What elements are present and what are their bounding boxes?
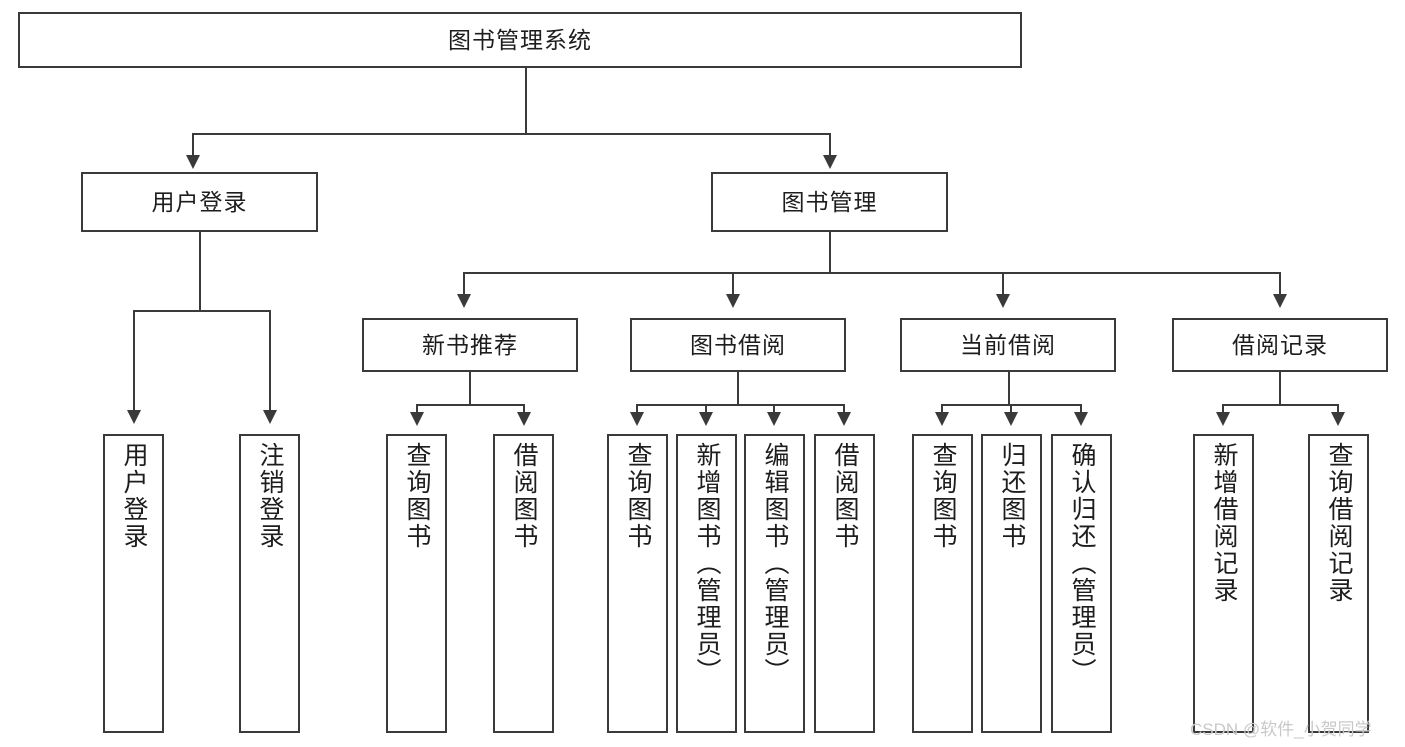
node-label: 新书推荐 (422, 331, 518, 358)
leaf-return-book[interactable]: 归还图书 (981, 434, 1042, 733)
connector-root-bar (192, 133, 829, 135)
leaf-query-book-recommend[interactable]: 查询图书 (386, 434, 447, 733)
arrowhead-newbook-child-1 (410, 412, 424, 426)
connector-bookmgmt-bar (463, 272, 1279, 274)
leaf-query-book-current[interactable]: 查询图书 (912, 434, 973, 733)
connector-bookborrow-stem (737, 372, 739, 404)
connector-borrowrecord-bar (1222, 404, 1337, 406)
connector-root-drop-1 (192, 133, 194, 155)
connector-bookmgmt-drop-3 (1002, 272, 1004, 294)
connector-userlogin-bar (133, 310, 269, 312)
connector-borrowrecord-drop-2 (1337, 404, 1339, 412)
node-label: 查询图书 (624, 442, 652, 550)
node-book-management[interactable]: 图书管理 (711, 172, 948, 232)
arrowhead-to-leaf-user-login (127, 410, 141, 424)
leaf-add-book-admin[interactable]: 新增图书（管理员） (676, 434, 737, 733)
node-label: 用户登录 (120, 442, 148, 550)
connector-borrowrecord-stem (1279, 372, 1281, 404)
connector-bookborrow-drop-3 (773, 404, 775, 412)
connector-currentborrow-drop-1 (941, 404, 943, 412)
arrowhead-bookborrow-child-2 (699, 412, 713, 426)
node-label: 确认归还（管理员） (1068, 442, 1096, 685)
connector-root-stem (525, 68, 527, 133)
node-label: 图书管理 (781, 188, 878, 215)
arrowhead-to-current-borrow (996, 294, 1010, 308)
arrowhead-bookborrow-child-1 (630, 412, 644, 426)
connector-newbook-bar (416, 404, 523, 406)
leaf-borrow-book[interactable]: 借阅图书 (814, 434, 875, 733)
arrowhead-bookborrow-child-4 (837, 412, 851, 426)
node-user-login[interactable]: 用户登录 (81, 172, 318, 232)
node-label: 图书借阅 (690, 331, 786, 358)
arrowhead-borrowrecord-child-2 (1331, 412, 1345, 426)
node-label: 编辑图书（管理员） (761, 442, 789, 685)
node-new-book-recommend[interactable]: 新书推荐 (362, 318, 578, 372)
node-label: 用户登录 (151, 188, 248, 215)
arrowhead-newbook-child-2 (517, 412, 531, 426)
node-current-borrow[interactable]: 当前借阅 (900, 318, 1116, 372)
arrowhead-currentborrow-child-3 (1074, 412, 1088, 426)
node-label: 查询图书 (929, 442, 957, 550)
connector-bookborrow-bar (636, 404, 843, 406)
connector-newbook-drop-1 (416, 404, 418, 412)
node-label: 归还图书 (998, 442, 1026, 550)
node-label: 查询图书 (403, 442, 431, 550)
leaf-confirm-return-admin[interactable]: 确认归还（管理员） (1051, 434, 1112, 733)
connector-userlogin-stem (199, 232, 201, 310)
arrowhead-to-borrow-record (1273, 294, 1287, 308)
leaf-edit-book-admin[interactable]: 编辑图书（管理员） (744, 434, 805, 733)
connector-bookmgmt-drop-4 (1279, 272, 1281, 294)
node-label: 新增借阅记录 (1210, 442, 1238, 604)
leaf-logout[interactable]: 注销登录 (239, 434, 300, 733)
node-label: 注销登录 (256, 442, 284, 550)
connector-userlogin-drop-1 (133, 310, 135, 410)
leaf-add-borrow-record[interactable]: 新增借阅记录 (1193, 434, 1254, 733)
connector-borrowrecord-drop-1 (1222, 404, 1224, 412)
arrowhead-to-leaf-logout (263, 410, 277, 424)
node-label: 借阅图书 (510, 442, 538, 550)
arrowhead-to-book-manage (823, 155, 837, 169)
connector-currentborrow-stem (1008, 372, 1010, 404)
arrowhead-to-new-book (457, 294, 471, 308)
connector-bookmgmt-drop-2 (732, 272, 734, 294)
arrowhead-borrowrecord-child-1 (1216, 412, 1230, 426)
node-label: 借阅图书 (831, 442, 859, 550)
leaf-borrow-book-recommend[interactable]: 借阅图书 (493, 434, 554, 733)
connector-newbook-stem (469, 372, 471, 404)
node-label: 新增图书（管理员） (693, 442, 721, 685)
leaf-user-login[interactable]: 用户登录 (103, 434, 164, 733)
connector-bookborrow-drop-2 (705, 404, 707, 412)
arrowhead-currentborrow-child-2 (1004, 412, 1018, 426)
leaf-query-borrow-record[interactable]: 查询借阅记录 (1308, 434, 1369, 733)
leaf-query-book-borrow[interactable]: 查询图书 (607, 434, 668, 733)
connector-bookmgmt-drop-1 (463, 272, 465, 294)
node-label: 图书管理系统 (448, 26, 592, 53)
connector-bookborrow-drop-1 (636, 404, 638, 412)
node-root-system[interactable]: 图书管理系统 (18, 12, 1022, 68)
arrowhead-currentborrow-child-1 (935, 412, 949, 426)
connector-userlogin-drop-2 (269, 310, 271, 410)
node-borrow-record[interactable]: 借阅记录 (1172, 318, 1388, 372)
node-label: 借阅记录 (1232, 331, 1328, 358)
arrowhead-to-book-borrow (726, 294, 740, 308)
connector-root-drop-2 (829, 133, 831, 155)
connector-currentborrow-drop-2 (1010, 404, 1012, 412)
watermark-text: CSDN @软件_小贺同学 (1190, 720, 1372, 739)
arrowhead-to-user-login (186, 155, 200, 169)
connector-currentborrow-drop-3 (1080, 404, 1082, 412)
connector-bookborrow-drop-4 (843, 404, 845, 412)
arrowhead-bookborrow-child-3 (767, 412, 781, 426)
node-label: 查询借阅记录 (1325, 442, 1353, 604)
node-book-borrow[interactable]: 图书借阅 (630, 318, 846, 372)
connector-newbook-drop-2 (523, 404, 525, 412)
node-label: 当前借阅 (960, 331, 1056, 358)
connector-bookmgmt-stem (829, 232, 831, 272)
